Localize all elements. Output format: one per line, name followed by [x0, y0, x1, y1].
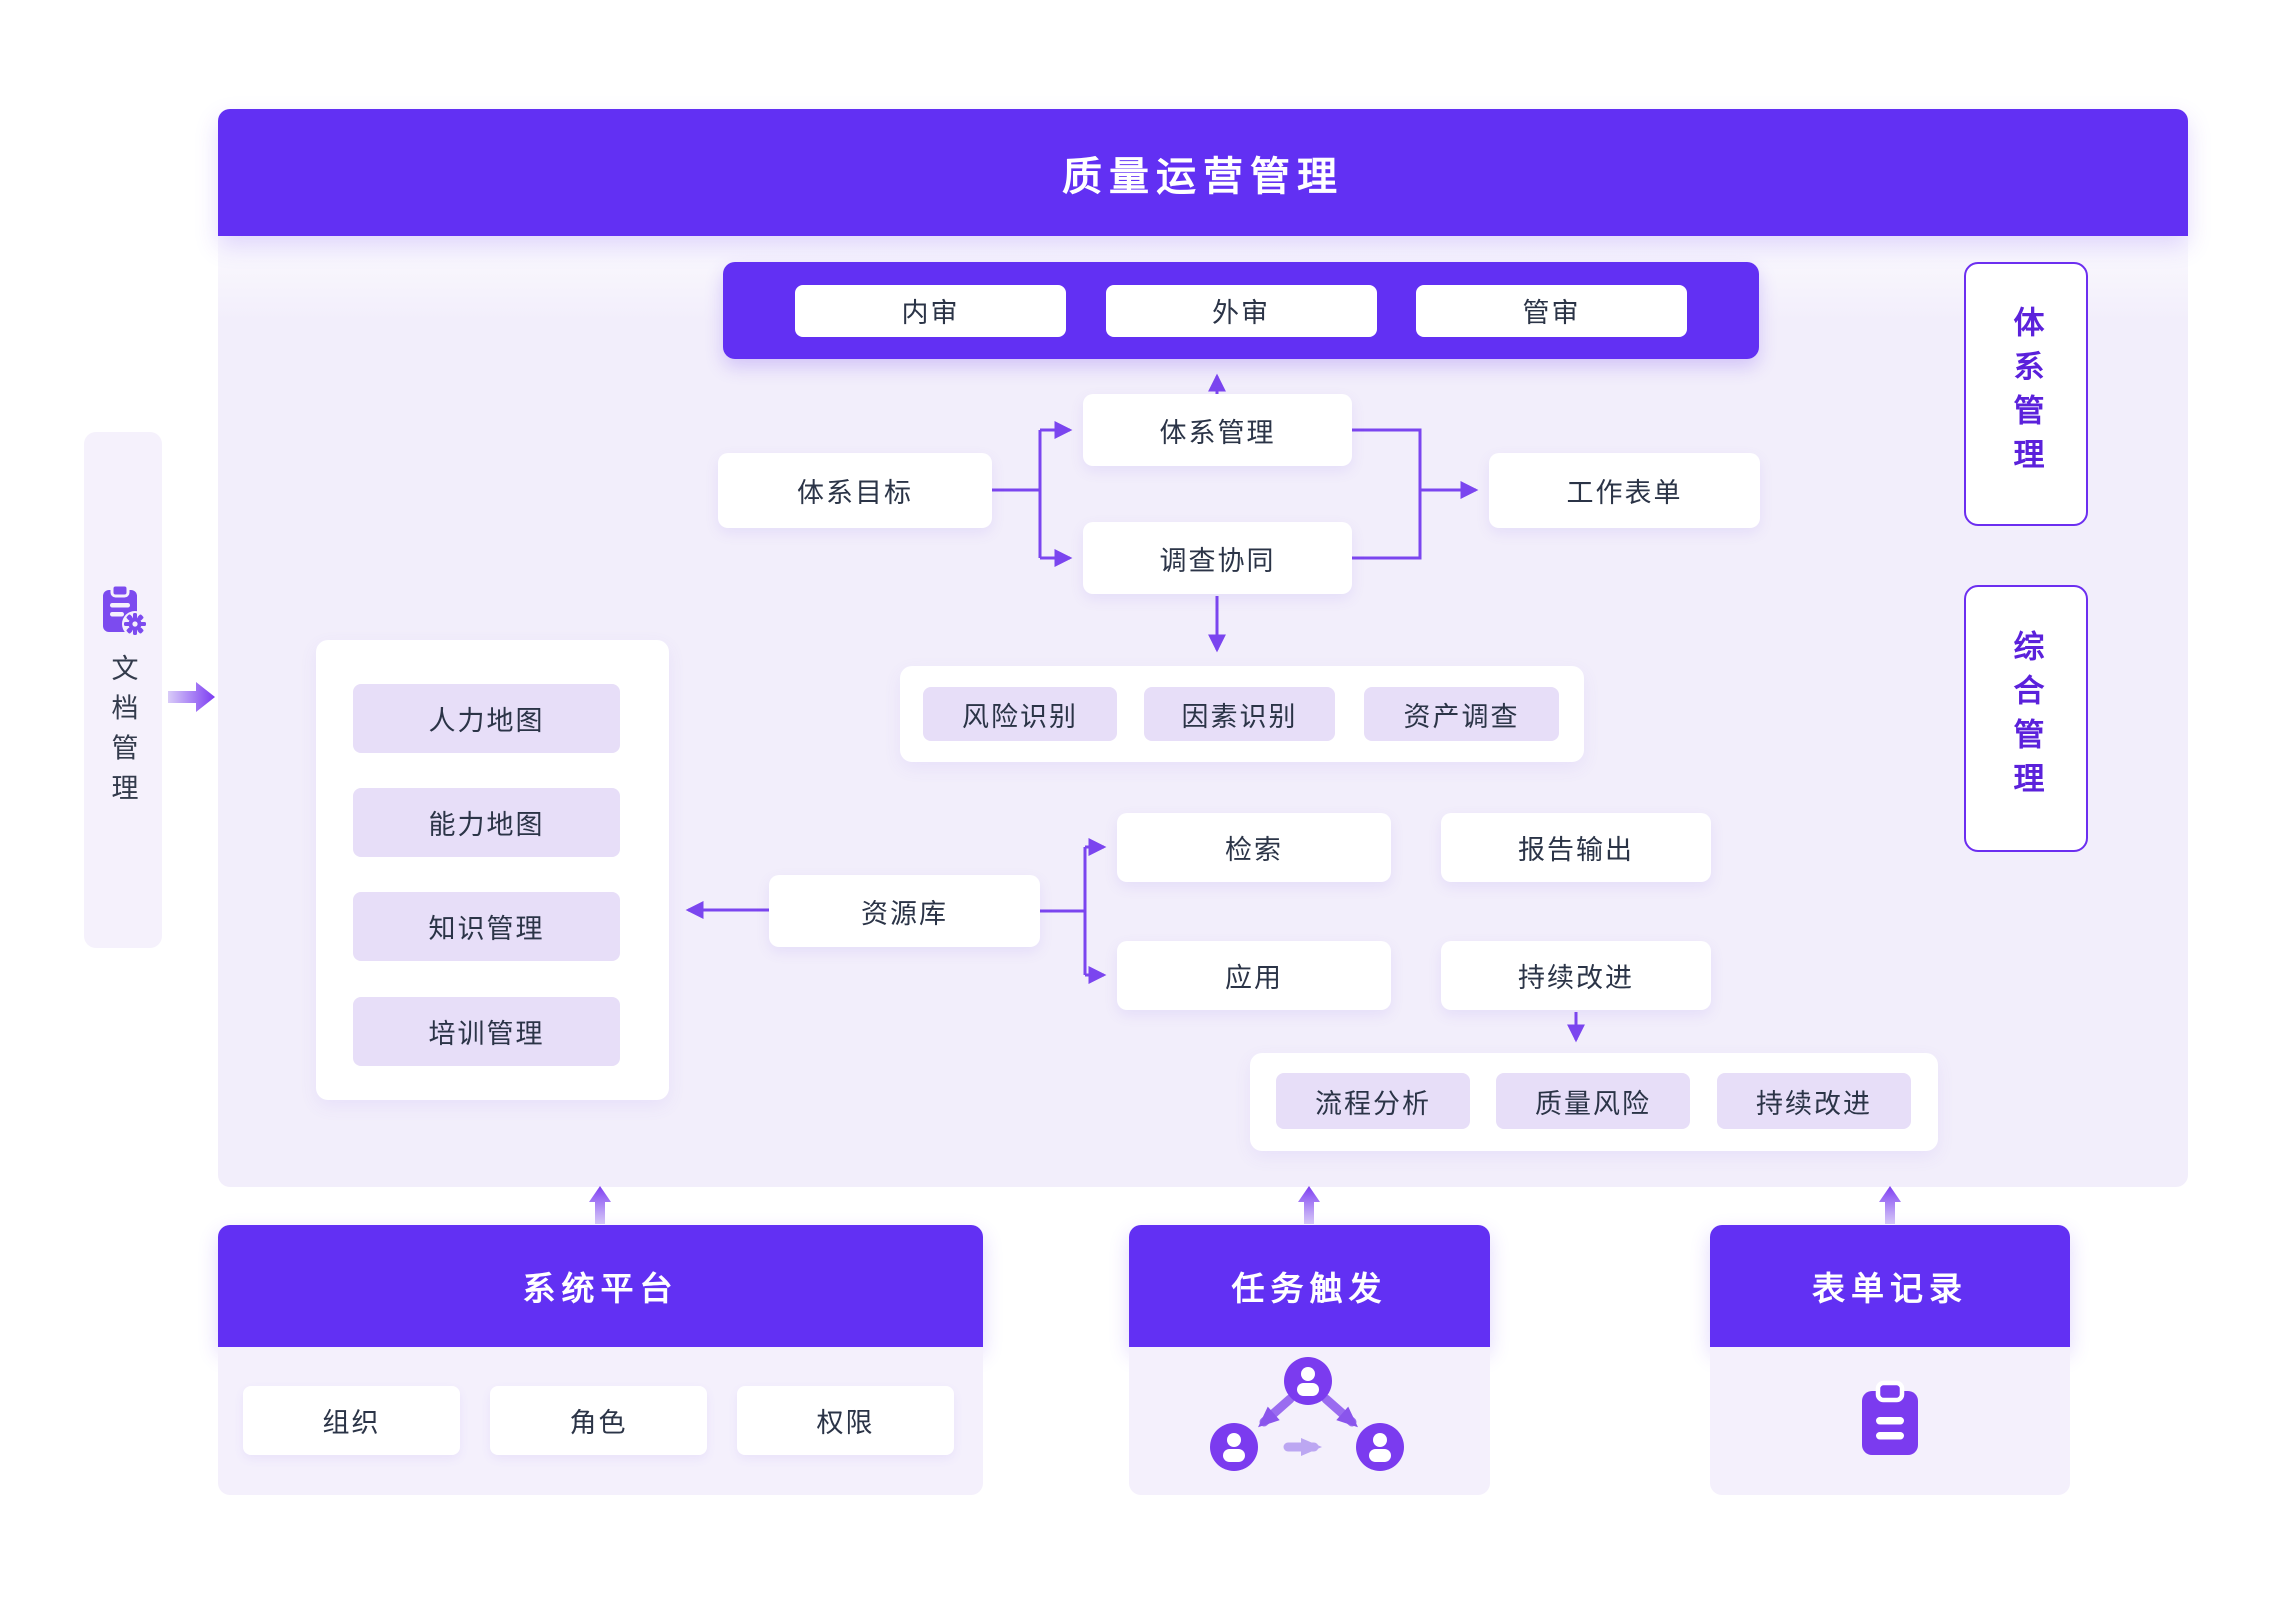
page-title: 质量运营管理 [1062, 154, 1344, 199]
node-report-output: 报告输出 [1441, 813, 1711, 882]
audit-bar: 内审 外审 管审 [723, 262, 1759, 359]
node-role: 角色 [490, 1386, 707, 1455]
clipboard-gear-icon [103, 584, 148, 637]
chip-risk-identification: 风险识别 [923, 687, 1117, 741]
chip-asset-survey: 资产调查 [1364, 687, 1559, 741]
sidebar-label: 文档管理 [107, 654, 138, 814]
node-permission: 权限 [737, 1386, 954, 1455]
node-work-form: 工作表单 [1489, 453, 1760, 528]
side-panel-comprehensive-management: 综合管理 [1964, 585, 2088, 852]
right-arrow-icon [168, 682, 215, 712]
section-title: 任务触发 [1231, 1270, 1388, 1307]
node-system-management: 体系管理 [1083, 394, 1352, 466]
chip-capability-map: 能力地图 [353, 788, 620, 857]
node-system-goal: 体系目标 [718, 453, 992, 528]
sidebar-document-management: 文档管理 [84, 432, 162, 948]
node-application: 应用 [1117, 941, 1391, 1010]
up-arrow-icon [589, 1186, 611, 1224]
section-header-form-records: 表单记录 [1710, 1225, 2070, 1347]
section-header-system-platform: 系统平台 [218, 1225, 983, 1347]
chip-hr-map: 人力地图 [353, 684, 620, 753]
node-resource-library: 资源库 [769, 875, 1040, 947]
page-title-banner: 质量运营管理 [218, 109, 2188, 236]
chip-quality-risk: 质量风险 [1496, 1073, 1690, 1129]
section-title: 系统平台 [522, 1270, 679, 1307]
node-internal-audit: 内审 [795, 284, 1066, 337]
up-arrow-icon [1298, 1186, 1320, 1224]
chip-knowledge-management: 知识管理 [353, 892, 620, 961]
node-management-audit: 管审 [1416, 284, 1687, 337]
section-header-task-trigger: 任务触发 [1129, 1225, 1490, 1347]
chip-process-analysis: 流程分析 [1276, 1073, 1470, 1129]
up-arrow-icon [1879, 1186, 1901, 1224]
node-external-audit: 外审 [1105, 284, 1377, 337]
node-search: 检索 [1117, 813, 1391, 882]
clipboard-icon [1862, 1380, 1918, 1455]
section-body-form-records [1710, 1347, 2070, 1495]
chip-continuous-improvement: 持续改进 [1717, 1073, 1911, 1129]
section-body-task-trigger [1129, 1347, 1490, 1495]
chip-factor-identification: 因素识别 [1144, 687, 1335, 741]
side-panel-system-management: 体系管理 [1964, 262, 2088, 526]
node-organization: 组织 [243, 1386, 460, 1455]
node-continuous-improvement: 持续改进 [1441, 941, 1711, 1010]
section-title: 表单记录 [1812, 1270, 1968, 1307]
people-workflow-icon [1210, 1357, 1404, 1471]
node-survey-collaboration: 调查协同 [1083, 522, 1352, 594]
chip-training-management: 培训管理 [353, 997, 620, 1066]
